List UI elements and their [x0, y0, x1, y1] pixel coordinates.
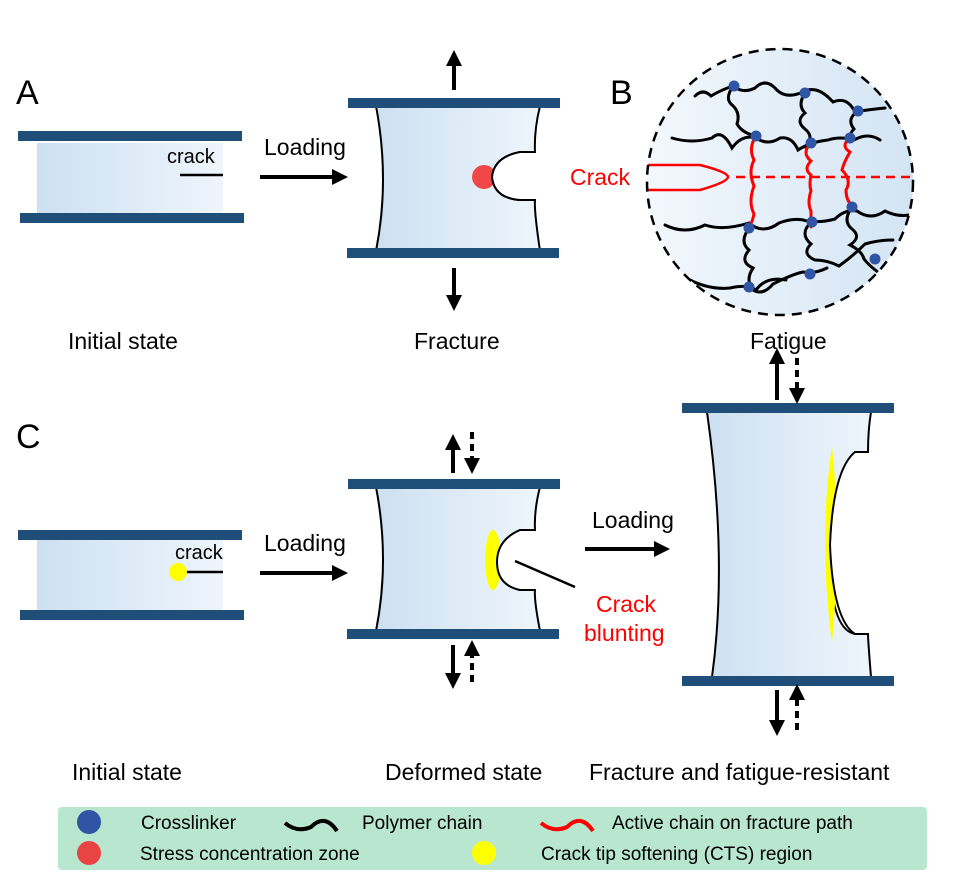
crack-blunting-label-1: Crack [596, 591, 657, 617]
bottom-plate [20, 610, 244, 620]
top-plate [18, 530, 242, 540]
panel-b: B [570, 47, 915, 354]
crack-label: crack [175, 542, 224, 564]
panel-b-letter: B [610, 74, 633, 112]
crack-label: crack [167, 146, 216, 168]
polymer-chain [693, 81, 887, 114]
crosslinker [804, 268, 816, 280]
blunted-crack [495, 529, 535, 591]
loading-label: Loading [264, 134, 346, 160]
red-wave-icon [539, 819, 595, 833]
caption-initial-state-c: Initial state [72, 759, 182, 785]
crosslinker [844, 132, 856, 144]
panel-a-initial-specimen: crack [18, 131, 244, 223]
blunted-crack [828, 451, 868, 635]
panel-c-resistant-specimen [682, 348, 894, 736]
panel-a-fracture-specimen [347, 50, 560, 311]
black-wave-icon [283, 819, 339, 833]
crosslinker [805, 137, 817, 149]
crosslinker [743, 281, 755, 293]
bottom-plate [347, 629, 559, 639]
loading-label-2: Loading [592, 507, 674, 533]
crosslinker [852, 105, 864, 117]
caption-fatigue: Fatigue [750, 328, 827, 354]
crosslinker [799, 87, 811, 99]
crosslinker [846, 201, 858, 213]
polymer-chain [726, 84, 759, 138]
yellow-dot-icon [472, 841, 496, 865]
active-chain [804, 141, 814, 229]
legend-cts-region: Crack tip softening (CTS) region [541, 844, 812, 865]
panel-c: C crack Loading Crack blunting Lo [16, 348, 894, 785]
crack-label-b: Crack [570, 164, 631, 190]
polymer-network [647, 80, 913, 294]
crosslinker [750, 130, 762, 142]
top-plate [348, 98, 560, 108]
crosslinker [869, 253, 881, 265]
zoom-circle-outline [645, 47, 915, 317]
cts-region [485, 530, 501, 590]
crosslinker [728, 80, 740, 92]
crosslinker [743, 222, 755, 234]
blunting-pointer-line [514, 559, 576, 589]
crosslinkers [728, 80, 881, 293]
legend-polymer-chain: Polymer chain [362, 813, 482, 834]
legend-stress-zone: Stress concentration zone [140, 844, 360, 865]
legend-box [58, 807, 927, 870]
caption-initial-state-a: Initial state [68, 328, 178, 354]
legend-active-chain: Active chain on fracture path [612, 813, 853, 834]
blue-dot-icon [77, 810, 101, 834]
cts-region [169, 563, 187, 581]
red-dot-icon [77, 841, 101, 865]
loading-label-1: Loading [264, 530, 346, 556]
bottom-plate [347, 248, 559, 258]
crack-tip-shape [647, 163, 730, 192]
active-chain [746, 134, 758, 230]
polymer-chain [845, 205, 890, 281]
caption-deformed-state: Deformed state [385, 759, 542, 785]
stress-concentration-zone [472, 165, 496, 189]
caption-fracture: Fracture [414, 328, 500, 354]
specimen-body [37, 539, 223, 611]
top-plate [18, 131, 242, 141]
legend: Crosslinker Polymer chain Active chain o… [58, 807, 927, 870]
crack-blunting-label-2: blunting [584, 620, 665, 646]
top-plate [682, 403, 894, 413]
bottom-plate [682, 676, 894, 686]
polymer-chain [803, 220, 895, 268]
panel-c-initial-specimen: crack [18, 530, 244, 620]
crosslinker [806, 216, 818, 228]
active-chain [840, 136, 854, 208]
panel-a-letter: A [16, 74, 39, 112]
network-zoom-circle [647, 49, 913, 315]
caption-fracture-fatigue-resistant: Fracture and fatigue-resistant [589, 759, 890, 785]
top-plate [348, 479, 560, 489]
panel-a: A crack Loading Initial state Fracture [16, 50, 560, 354]
panel-c-letter: C [16, 418, 41, 456]
specimen-body [37, 143, 223, 215]
legend-crosslinker: Crosslinker [141, 813, 237, 834]
polymer-chain [798, 91, 812, 149]
bottom-plate [20, 213, 244, 223]
crack-notch [490, 151, 535, 201]
panel-c-deformed-specimen [347, 432, 576, 689]
